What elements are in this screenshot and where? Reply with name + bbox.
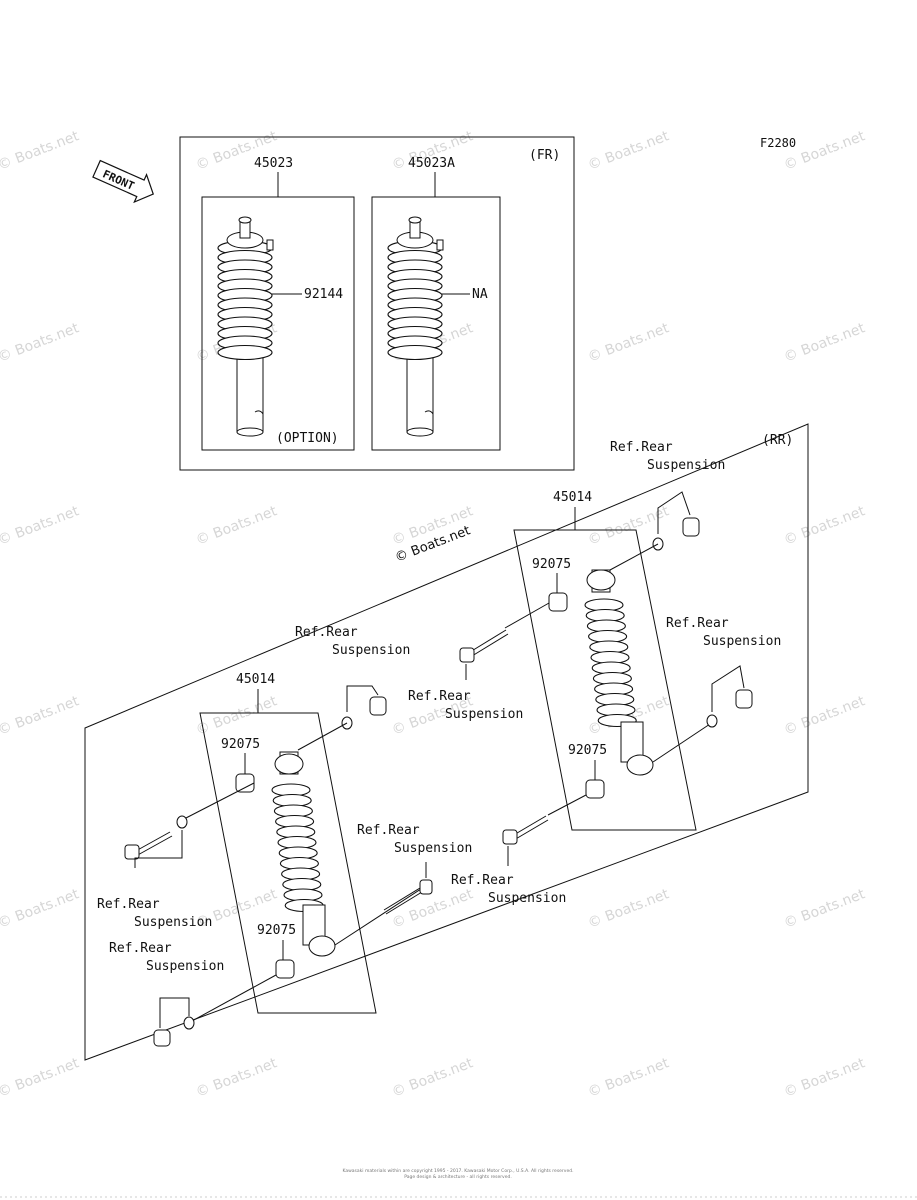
nut-upper-right xyxy=(682,517,700,537)
bushing-lower-right xyxy=(585,779,605,799)
watermark-text: © Boats.net xyxy=(0,320,82,366)
bushing-upper-right xyxy=(548,592,568,612)
part-45023A-label: 45023A xyxy=(408,156,455,171)
bolt-lower-left xyxy=(383,879,433,915)
ref-text-7a: Ref.Rear xyxy=(666,616,729,631)
ref-text-1a: Ref.Rear xyxy=(295,625,358,640)
front-right-box xyxy=(371,196,501,451)
watermark-text: © Boats.net xyxy=(390,1055,476,1101)
ref-text-7b: Suspension xyxy=(703,634,781,649)
spring-coil xyxy=(387,344,443,361)
nut-lower-left xyxy=(153,1029,171,1047)
bolt-upper-right xyxy=(459,629,509,663)
ref-text-1b: Suspension xyxy=(332,643,410,658)
front-section-frame xyxy=(179,136,575,471)
watermark-text: © Boats.net xyxy=(0,693,82,739)
bushing-upper-right-label: 92075 xyxy=(532,557,571,572)
watermark-text: © Boats.net xyxy=(194,503,280,549)
front-section: (FR) 45023 45023A 92144 (OPTION) xyxy=(179,136,575,471)
watermark-text: © Boats.net xyxy=(586,128,672,174)
watermark-text: © Boats.net xyxy=(194,693,280,739)
front-arrow-icon: FRONT xyxy=(92,159,154,204)
nut-upper-left xyxy=(369,696,387,716)
bolt-lower-right xyxy=(502,815,549,845)
front-section-tag: (FR) xyxy=(529,148,560,163)
footer-architecture: Page design & architecture - all rights … xyxy=(404,1174,512,1180)
nut-lower-right xyxy=(735,689,753,709)
watermark-text: © Boats.net xyxy=(586,886,672,932)
rear-shock-right xyxy=(584,569,654,776)
washer-lower-left xyxy=(183,1016,195,1030)
bushing-lower-left xyxy=(275,959,295,979)
bushing-lower-left-label: 92075 xyxy=(257,923,296,938)
ref-text-3a: Ref.Rear xyxy=(357,823,420,838)
watermark-text: © Boats.net xyxy=(586,1055,672,1101)
washer-lower-right xyxy=(706,714,718,728)
option-note: (OPTION) xyxy=(276,431,339,446)
bushing-lower-right-label: 92075 xyxy=(568,743,607,758)
watermark-text: © Boats.net xyxy=(782,693,868,739)
watermark-text: © Boats.net xyxy=(194,1055,280,1101)
ref-text-6a: Ref.Rear xyxy=(408,689,471,704)
ref-text-6b: Suspension xyxy=(445,707,523,722)
spring-coil xyxy=(217,344,273,361)
watermark-text: © Boats.net xyxy=(0,1055,82,1101)
watermark-text: © Boats.net xyxy=(390,886,476,932)
rear-right-box xyxy=(513,529,697,831)
front-shock-right xyxy=(387,216,444,437)
ref-text-8a: Ref.Rear xyxy=(451,873,514,888)
watermark-text: © Boats.net xyxy=(782,886,868,932)
watermark-text: © Boats.net xyxy=(782,1055,868,1101)
ref-text-5a: Ref.Rear xyxy=(610,440,673,455)
part-92144-label: 92144 xyxy=(304,287,343,302)
watermark-text: © Boats.net xyxy=(0,886,82,932)
part-45023-label: 45023 xyxy=(254,156,293,171)
ref-text-3b: Suspension xyxy=(394,841,472,856)
bushing-upper-left xyxy=(235,773,255,793)
ref-text-2a: Ref.Rear xyxy=(97,897,160,912)
figure-code: F2280 xyxy=(760,136,796,150)
watermark-text: © Boats.net xyxy=(586,320,672,366)
rear-section-tag: (RR) xyxy=(762,433,793,448)
rear-left-part-label: 45014 xyxy=(236,672,275,687)
ref-text-8b: Suspension xyxy=(488,891,566,906)
ref-text-5b: Suspension xyxy=(647,458,725,473)
part-NA-label: NA xyxy=(472,287,488,302)
rear-right-part-label: 45014 xyxy=(553,490,592,505)
ref-text-4a: Ref.Rear xyxy=(109,941,172,956)
watermark-text: © Boats.net xyxy=(0,503,82,549)
watermark-text: © Boats.net xyxy=(782,128,868,174)
watermark-text: © Boats.net xyxy=(782,320,868,366)
rear-left-box xyxy=(199,712,377,1014)
bolt-upper-left xyxy=(124,815,188,860)
rear-shock-left xyxy=(271,751,336,957)
watermark-text: © Boats.net xyxy=(782,503,868,549)
bushing-upper-left-label: 92075 xyxy=(221,737,260,752)
footer-copyright: Kawasaki materials within are copyright … xyxy=(342,1168,573,1174)
ref-text-4b: Suspension xyxy=(146,959,224,974)
watermark-text: © Boats.net xyxy=(0,128,82,174)
rear-section-frame xyxy=(84,423,809,1061)
front-shock-left xyxy=(217,216,274,437)
ref-text-2b: Suspension xyxy=(134,915,212,930)
